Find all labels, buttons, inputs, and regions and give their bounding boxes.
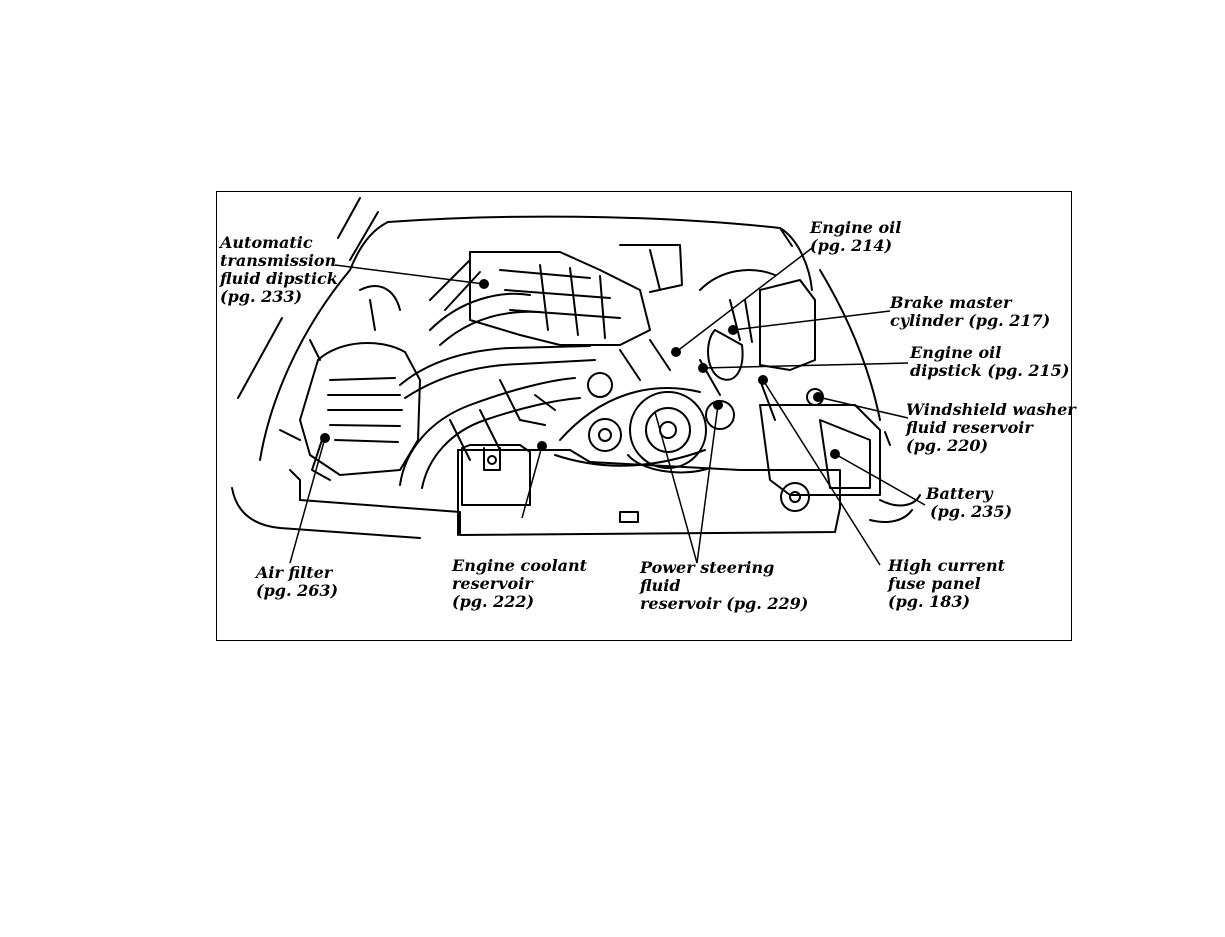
label-engine-oil: Engine oil (pg. 214): [810, 219, 901, 255]
label-line: (pg. 183): [888, 592, 971, 611]
label-line: cylinder (pg. 217): [890, 311, 1051, 330]
label-line: (pg. 233): [220, 287, 303, 306]
label-line: (pg. 235): [930, 502, 1013, 521]
label-line: dipstick (pg. 215): [910, 361, 1070, 380]
label-line: fuse panel: [888, 574, 981, 593]
label-line: Automatic: [220, 233, 313, 252]
diagram-frame: [216, 191, 1072, 641]
label-line: fluid dipstick: [220, 269, 338, 288]
label-line: Engine oil: [910, 343, 1002, 362]
label-line: fluid reservoir: [906, 418, 1033, 437]
label-line: Windshield washer: [906, 400, 1076, 419]
label-line: transmission: [220, 251, 337, 270]
label-transmission-dipstick: Automatic transmission fluid dipstick (p…: [220, 234, 338, 306]
label-air-filter: Air filter (pg. 263): [256, 564, 338, 600]
label-line: (pg. 220): [906, 436, 989, 455]
label-power-steering-reservoir: Power steering fluid reservoir (pg. 229): [640, 559, 808, 613]
label-line: Battery: [926, 484, 993, 503]
label-battery: Battery (pg. 235): [926, 485, 1012, 521]
label-line: High current: [888, 556, 1006, 575]
label-line: Brake master: [890, 293, 1012, 312]
label-engine-oil-dipstick: Engine oil dipstick (pg. 215): [910, 344, 1069, 380]
label-engine-coolant-reservoir: Engine coolant reservoir (pg. 222): [452, 557, 587, 611]
label-line: Air filter: [256, 563, 333, 582]
label-line: fluid: [640, 576, 681, 595]
label-line: (pg. 222): [452, 592, 535, 611]
label-line: (pg. 263): [256, 581, 339, 600]
label-line: reservoir: [452, 574, 533, 593]
label-line: Engine coolant: [452, 556, 588, 575]
label-line: (pg. 214): [810, 236, 893, 255]
label-brake-master-cylinder: Brake master cylinder (pg. 217): [890, 294, 1050, 330]
label-high-current-fuse-panel: High current fuse panel (pg. 183): [888, 557, 1005, 611]
label-line: Engine oil: [810, 218, 902, 237]
label-line: reservoir (pg. 229): [640, 594, 809, 613]
label-windshield-washer-reservoir: Windshield washer fluid reservoir (pg. 2…: [906, 401, 1076, 455]
label-line: Power steering: [640, 558, 775, 577]
callout-dots: [320, 279, 840, 459]
